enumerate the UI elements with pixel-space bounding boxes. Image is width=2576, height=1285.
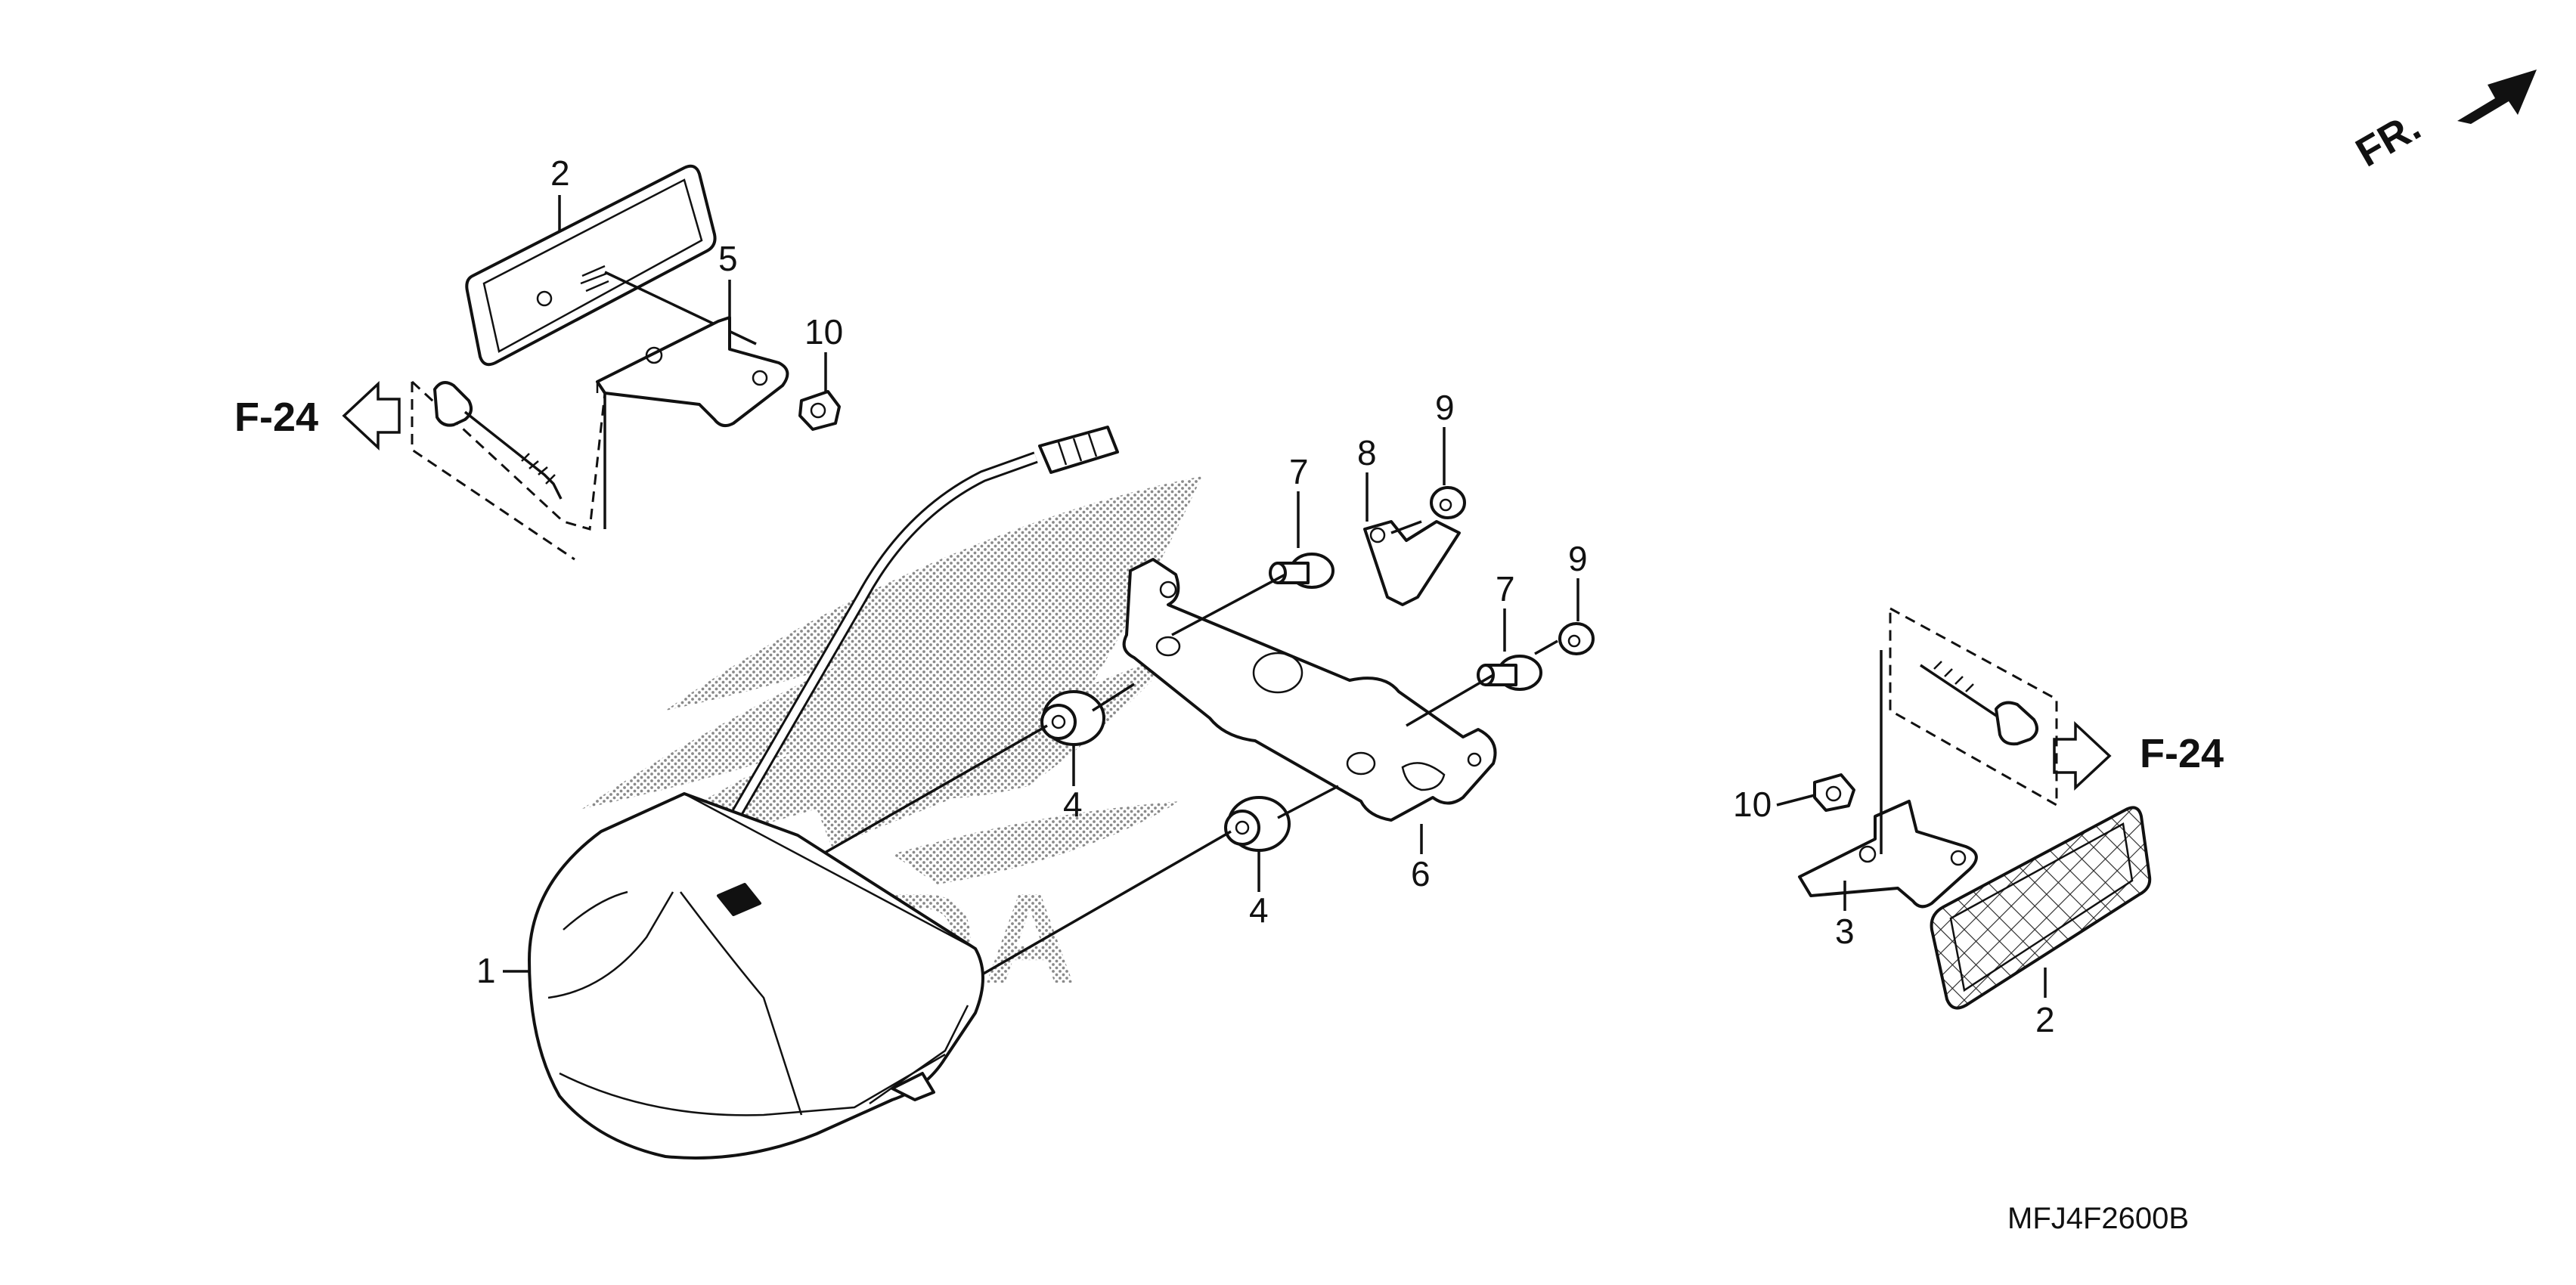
arrow-right-icon [2053,720,2112,791]
flange-nut-right [1813,773,1855,812]
callout-7-lower: 7 [1496,569,1515,608]
callout-1: 1 [476,951,496,990]
washer-nut-upper [1430,486,1466,519]
callout-2-right: 2 [2035,1000,2055,1039]
leader-lines [503,195,2047,998]
callout-9-lower: 9 [1568,539,1588,578]
collar-lower [1477,655,1542,691]
front-direction-indicator: FR. [2348,70,2537,175]
reflector-bracket-left [596,316,789,428]
grommet-lower [1224,796,1291,852]
mounting-bolt-left [411,380,606,561]
ref-left-label: F-24 [234,395,318,440]
ref-f24-left: F-24 [234,380,401,451]
rear-reflector-right [1930,806,2152,1010]
callout-10-right: 10 [1733,785,1772,824]
callout-3: 3 [1835,912,1855,951]
flange-nut-left [798,390,841,431]
reflector-bracket-right [1798,800,1978,909]
license-light-assembly [528,792,984,1160]
mounting-bolt-right [1880,606,2058,854]
ref-f24-right: F-24 [2053,720,2224,791]
callout-4-upper: 4 [1063,785,1083,824]
callout-4-lower: 4 [1249,890,1269,930]
diagram-code: MFJ4F2600B [2007,1202,2189,1235]
callout-2-left: 2 [550,153,570,193]
callout-8: 8 [1357,433,1377,472]
arrow-left-icon [342,380,401,451]
callout-7-upper: 7 [1289,452,1309,491]
rear-reflector-left [465,164,717,367]
washer-nut-lower [1558,622,1595,655]
front-arrow-icon [2457,70,2537,124]
wire-clamp [1363,520,1461,606]
ref-right-label: F-24 [2140,731,2224,776]
callout-5: 5 [718,239,738,278]
collar-upper [1269,553,1334,589]
license-light-stay [1122,558,1497,822]
callout-10-left: 10 [804,312,843,351]
callouts: 2 5 10 7 8 9 7 9 4 4 6 1 10 3 2 [476,153,2055,1039]
grommet-upper [1040,690,1105,746]
callout-6: 6 [1411,854,1431,893]
license-light-cable [732,426,1119,816]
front-direction-label: FR. [2348,104,2428,175]
callout-9-upper: 9 [1435,388,1455,427]
